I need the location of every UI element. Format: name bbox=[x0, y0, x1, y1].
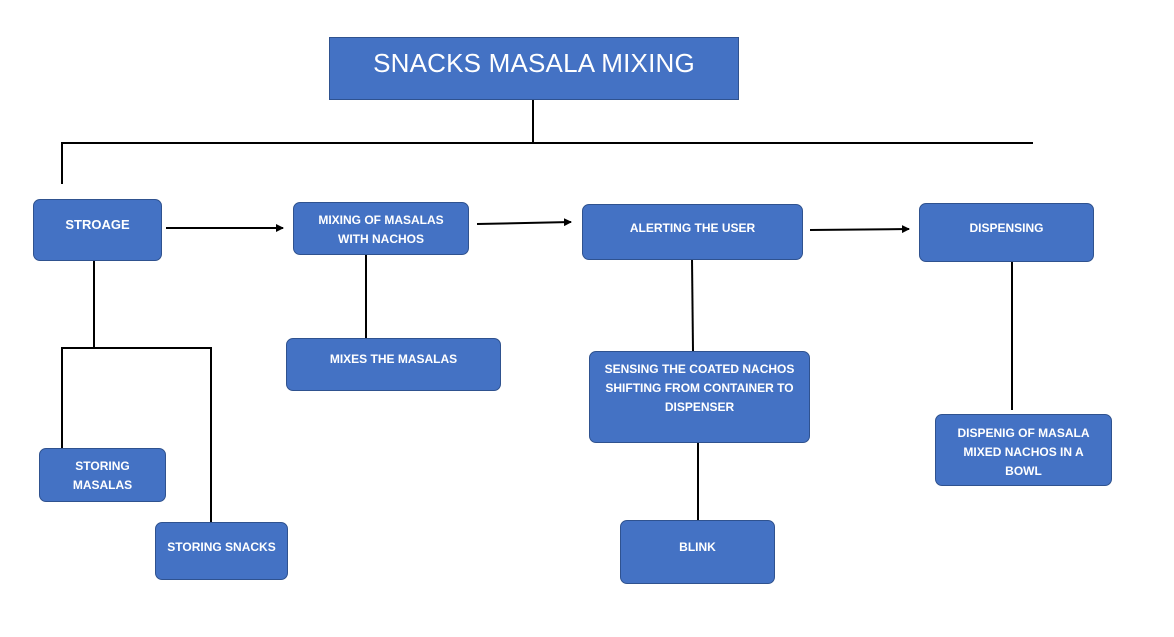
node-alerting: ALERTING THE USER bbox=[582, 204, 803, 260]
node-alerting-label: ALERTING THE USER bbox=[629, 221, 756, 235]
node-dispensing-label: DISPENSING bbox=[969, 221, 1044, 235]
node-blink-label: BLINK bbox=[679, 540, 716, 554]
node-storing-masalas-label: STORING MASALAS bbox=[72, 459, 133, 492]
node-storing-snacks-label: STORING SNACKS bbox=[167, 540, 276, 554]
node-storing-snacks: STORING SNACKS bbox=[155, 522, 288, 580]
arrow-mixing-to-alerting bbox=[476, 218, 572, 227]
node-mixes: MIXES THE MASALAS bbox=[286, 338, 501, 391]
node-dispenig-label: DISPENIG OF MASALA MIXED NACHOS IN A BOW… bbox=[957, 426, 1090, 478]
node-sensing: SENSING THE COATED NACHOS SHIFTING FROM … bbox=[589, 351, 810, 443]
alerting-to-sensing-line bbox=[691, 258, 694, 352]
node-stroage: STROAGE bbox=[33, 199, 162, 261]
arrow-alerting-to-dispensing bbox=[809, 225, 910, 234]
node-mixing-label: MIXING OF MASALAS WITH NACHOS bbox=[318, 213, 444, 246]
node-dispensing: DISPENSING bbox=[919, 203, 1094, 262]
node-stroage-label: STROAGE bbox=[65, 217, 130, 232]
node-sensing-label: SENSING THE COATED NACHOS SHIFTING FROM … bbox=[604, 362, 795, 414]
node-storing-masalas: STORING MASALAS bbox=[39, 448, 166, 502]
node-mixing: MIXING OF MASALAS WITH NACHOS bbox=[293, 202, 469, 255]
diagram-title: SNACKS MASALA MIXING bbox=[329, 37, 739, 100]
node-blink: BLINK bbox=[620, 520, 775, 584]
node-mixes-label: MIXES THE MASALAS bbox=[329, 352, 458, 366]
node-dispenig: DISPENIG OF MASALA MIXED NACHOS IN A BOW… bbox=[935, 414, 1112, 486]
